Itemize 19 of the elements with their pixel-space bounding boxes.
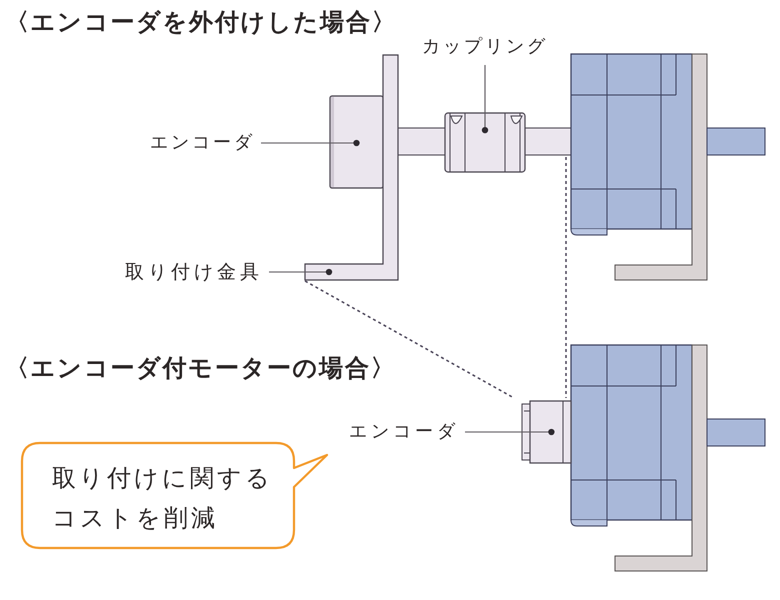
encoder [329,95,384,189]
motor [570,53,766,280]
leader-line [482,65,488,134]
dashed-line [565,157,567,398]
part-label: カップリング [422,35,548,59]
encoder [522,400,572,464]
part-label: エンコーダ [349,420,459,444]
callout-text: 取り付けに関するコストを削減 [52,463,274,534]
mounting-bracket [304,54,399,281]
part-label: エンコーダ [150,131,255,155]
leader-line [269,268,332,276]
section-heading: 〈エンコーダを外付けした場合〉 [5,8,397,36]
leader-line [465,428,555,436]
section-heading: 〈エンコーダ付モーターの場合〉 [5,354,396,382]
leader-line [261,140,360,146]
dashed-line [304,280,514,399]
shaft-coupling [444,112,526,173]
motor [570,344,766,572]
part-label: 取り付け金具 [125,260,263,284]
